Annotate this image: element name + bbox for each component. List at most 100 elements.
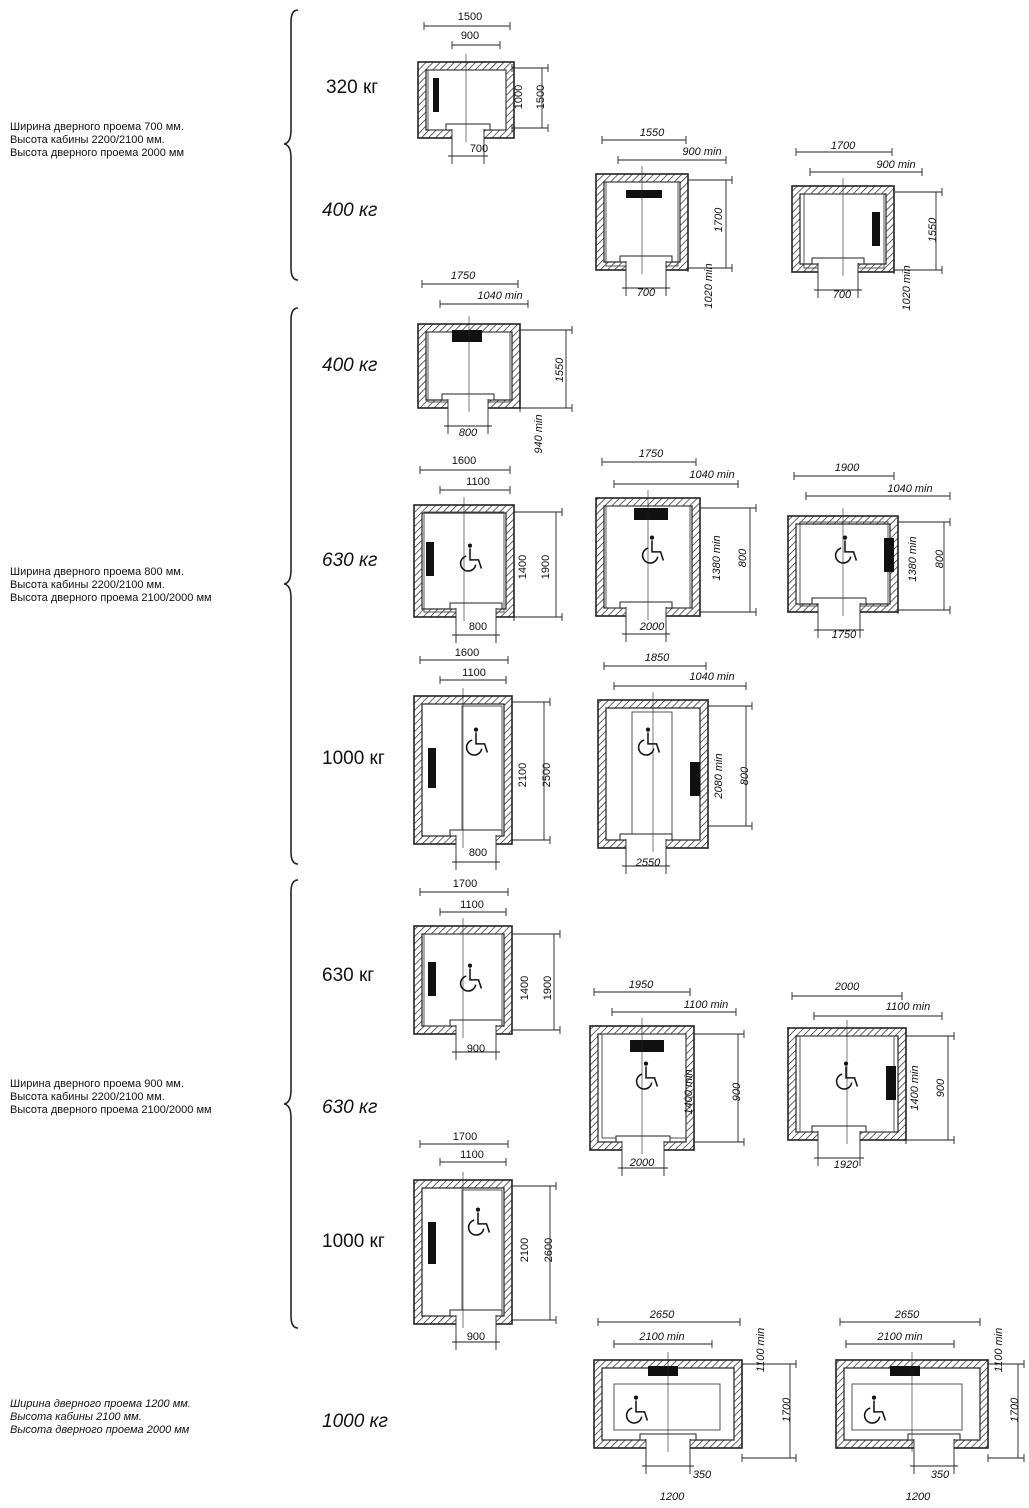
load-label: 320 кг (326, 77, 379, 98)
dimension-label: 1100 (460, 1149, 484, 1161)
dimension-label: 1700 (453, 1131, 477, 1143)
dimension-label: 900 (467, 1331, 485, 1343)
load-label: 400 кг (322, 355, 378, 376)
wheelchair-head (475, 1207, 481, 1212)
wheelchair-head (645, 727, 651, 732)
dimension-label: 1500 (535, 85, 547, 109)
door-opening (626, 261, 666, 272)
wheelchair-wheel (459, 975, 477, 992)
wheelchair-icon (635, 1061, 659, 1090)
dimension-label: 1700 (831, 140, 856, 152)
wheelchair-icon (863, 1395, 887, 1424)
wheelchair-head (633, 1395, 639, 1400)
note-line: Высота дверного проема 2000 мм (10, 1424, 190, 1436)
dimension-label: 900 (461, 30, 479, 42)
door-opening (456, 1025, 496, 1036)
wheelchair-head (473, 727, 479, 732)
wheelchair-body (477, 1212, 491, 1233)
note-line: Ширина дверного проема 700 мм. (10, 121, 184, 133)
wheelchair-wheel (467, 1219, 485, 1236)
dimension-label: 2100 min (638, 1331, 684, 1343)
control-panel-bar (690, 762, 700, 796)
door-opening (818, 603, 860, 614)
brace-group-1 (283, 9, 299, 281)
group-braces (283, 9, 299, 1329)
group-note-800: Ширина дверного проема 800 мм. Высота ка… (10, 566, 212, 605)
dimension-label: 1750 (451, 270, 476, 282)
wheelchair-body (844, 540, 858, 561)
dimension-label: 2000 (629, 1157, 655, 1169)
load-label: 630 кг (322, 550, 378, 571)
wheelchair-head (467, 543, 473, 548)
wheelchair-body (475, 732, 489, 753)
note-line: Высота кабины 2200/2100 мм. (10, 1091, 165, 1103)
dimension-label: 1550 (640, 127, 665, 139)
dimension-label: 1100 min (886, 1001, 930, 1013)
wheelchair-body (469, 968, 483, 989)
dimension-label: 1200 (660, 1491, 685, 1503)
dimension-label: 800 (469, 847, 487, 859)
dimension-label: 1700 (781, 1397, 793, 1422)
wheelchair-head (643, 1061, 649, 1066)
dimension-label: 2650 (894, 1309, 920, 1321)
dimension-label: 1550 (927, 217, 939, 242)
dimension-label: 2100 min (876, 1331, 922, 1343)
door-opening (818, 1131, 860, 1142)
dimension-label: 1900 (540, 555, 552, 579)
control-panel-bar (426, 542, 434, 576)
dimension-label: 800 (737, 548, 749, 567)
dimension-label: 1700 (453, 878, 477, 890)
dimension-label: 2650 (649, 1309, 675, 1321)
wheelchair-body (647, 732, 661, 753)
load-label: 630 кг (322, 1097, 378, 1118)
wheelchair-icon (467, 1207, 491, 1236)
note-line: Высота кабины 2200/2100 мм. (10, 134, 165, 146)
wheelchair-icon (834, 535, 858, 564)
wheelchair-wheel (625, 1407, 643, 1424)
control-panel-bar (884, 538, 894, 572)
dimension-label: 1100 min (755, 1328, 767, 1372)
cabin-plan: 1700 900 min 1550 700 1020 min (791, 140, 943, 311)
dimension-label: 1950 (629, 979, 654, 991)
dimension-label: 1700 (1009, 1397, 1021, 1422)
dimension-label: 1600 (452, 455, 476, 467)
dimension-label: 900 min (876, 159, 915, 171)
dimension-label: 2550 (635, 857, 661, 869)
car-outline (613, 1383, 721, 1431)
dimension-label: 1040 min (689, 469, 734, 481)
dimension-label: 900 (731, 1082, 743, 1101)
note-line: Высота кабины 2100 мм. (10, 1411, 142, 1423)
dimension-label: 800 (739, 766, 751, 785)
dimension-label: 700 (833, 289, 852, 301)
dimension-label: 1020 min (901, 265, 913, 310)
wheelchair-wheel (834, 547, 852, 564)
note-line: Ширина дверного проема 1200 мм. (10, 1398, 191, 1410)
wheelchair-wheel (637, 739, 655, 756)
door-opening (622, 1141, 664, 1152)
load-label: 1000 кг (322, 1231, 385, 1252)
wheelchair-head (871, 1395, 877, 1400)
dimension-label: 1750 (832, 629, 857, 641)
brace-group-3 (283, 879, 299, 1329)
wheelchair-wheel (863, 1407, 881, 1424)
dimension-label: 1400 (519, 976, 531, 1000)
door-opening (456, 835, 496, 846)
control-panel-bar (630, 1040, 664, 1052)
wheelchair-body (651, 540, 665, 561)
wheelchair-icon (459, 543, 483, 572)
wheelchair-wheel (635, 1073, 653, 1090)
wheelchair-body (469, 548, 483, 569)
dimension-label: 800 (934, 549, 946, 568)
dimension-label: 700 (470, 143, 488, 155)
brace-group-2 (283, 307, 299, 865)
control-panel-bar (433, 78, 439, 112)
